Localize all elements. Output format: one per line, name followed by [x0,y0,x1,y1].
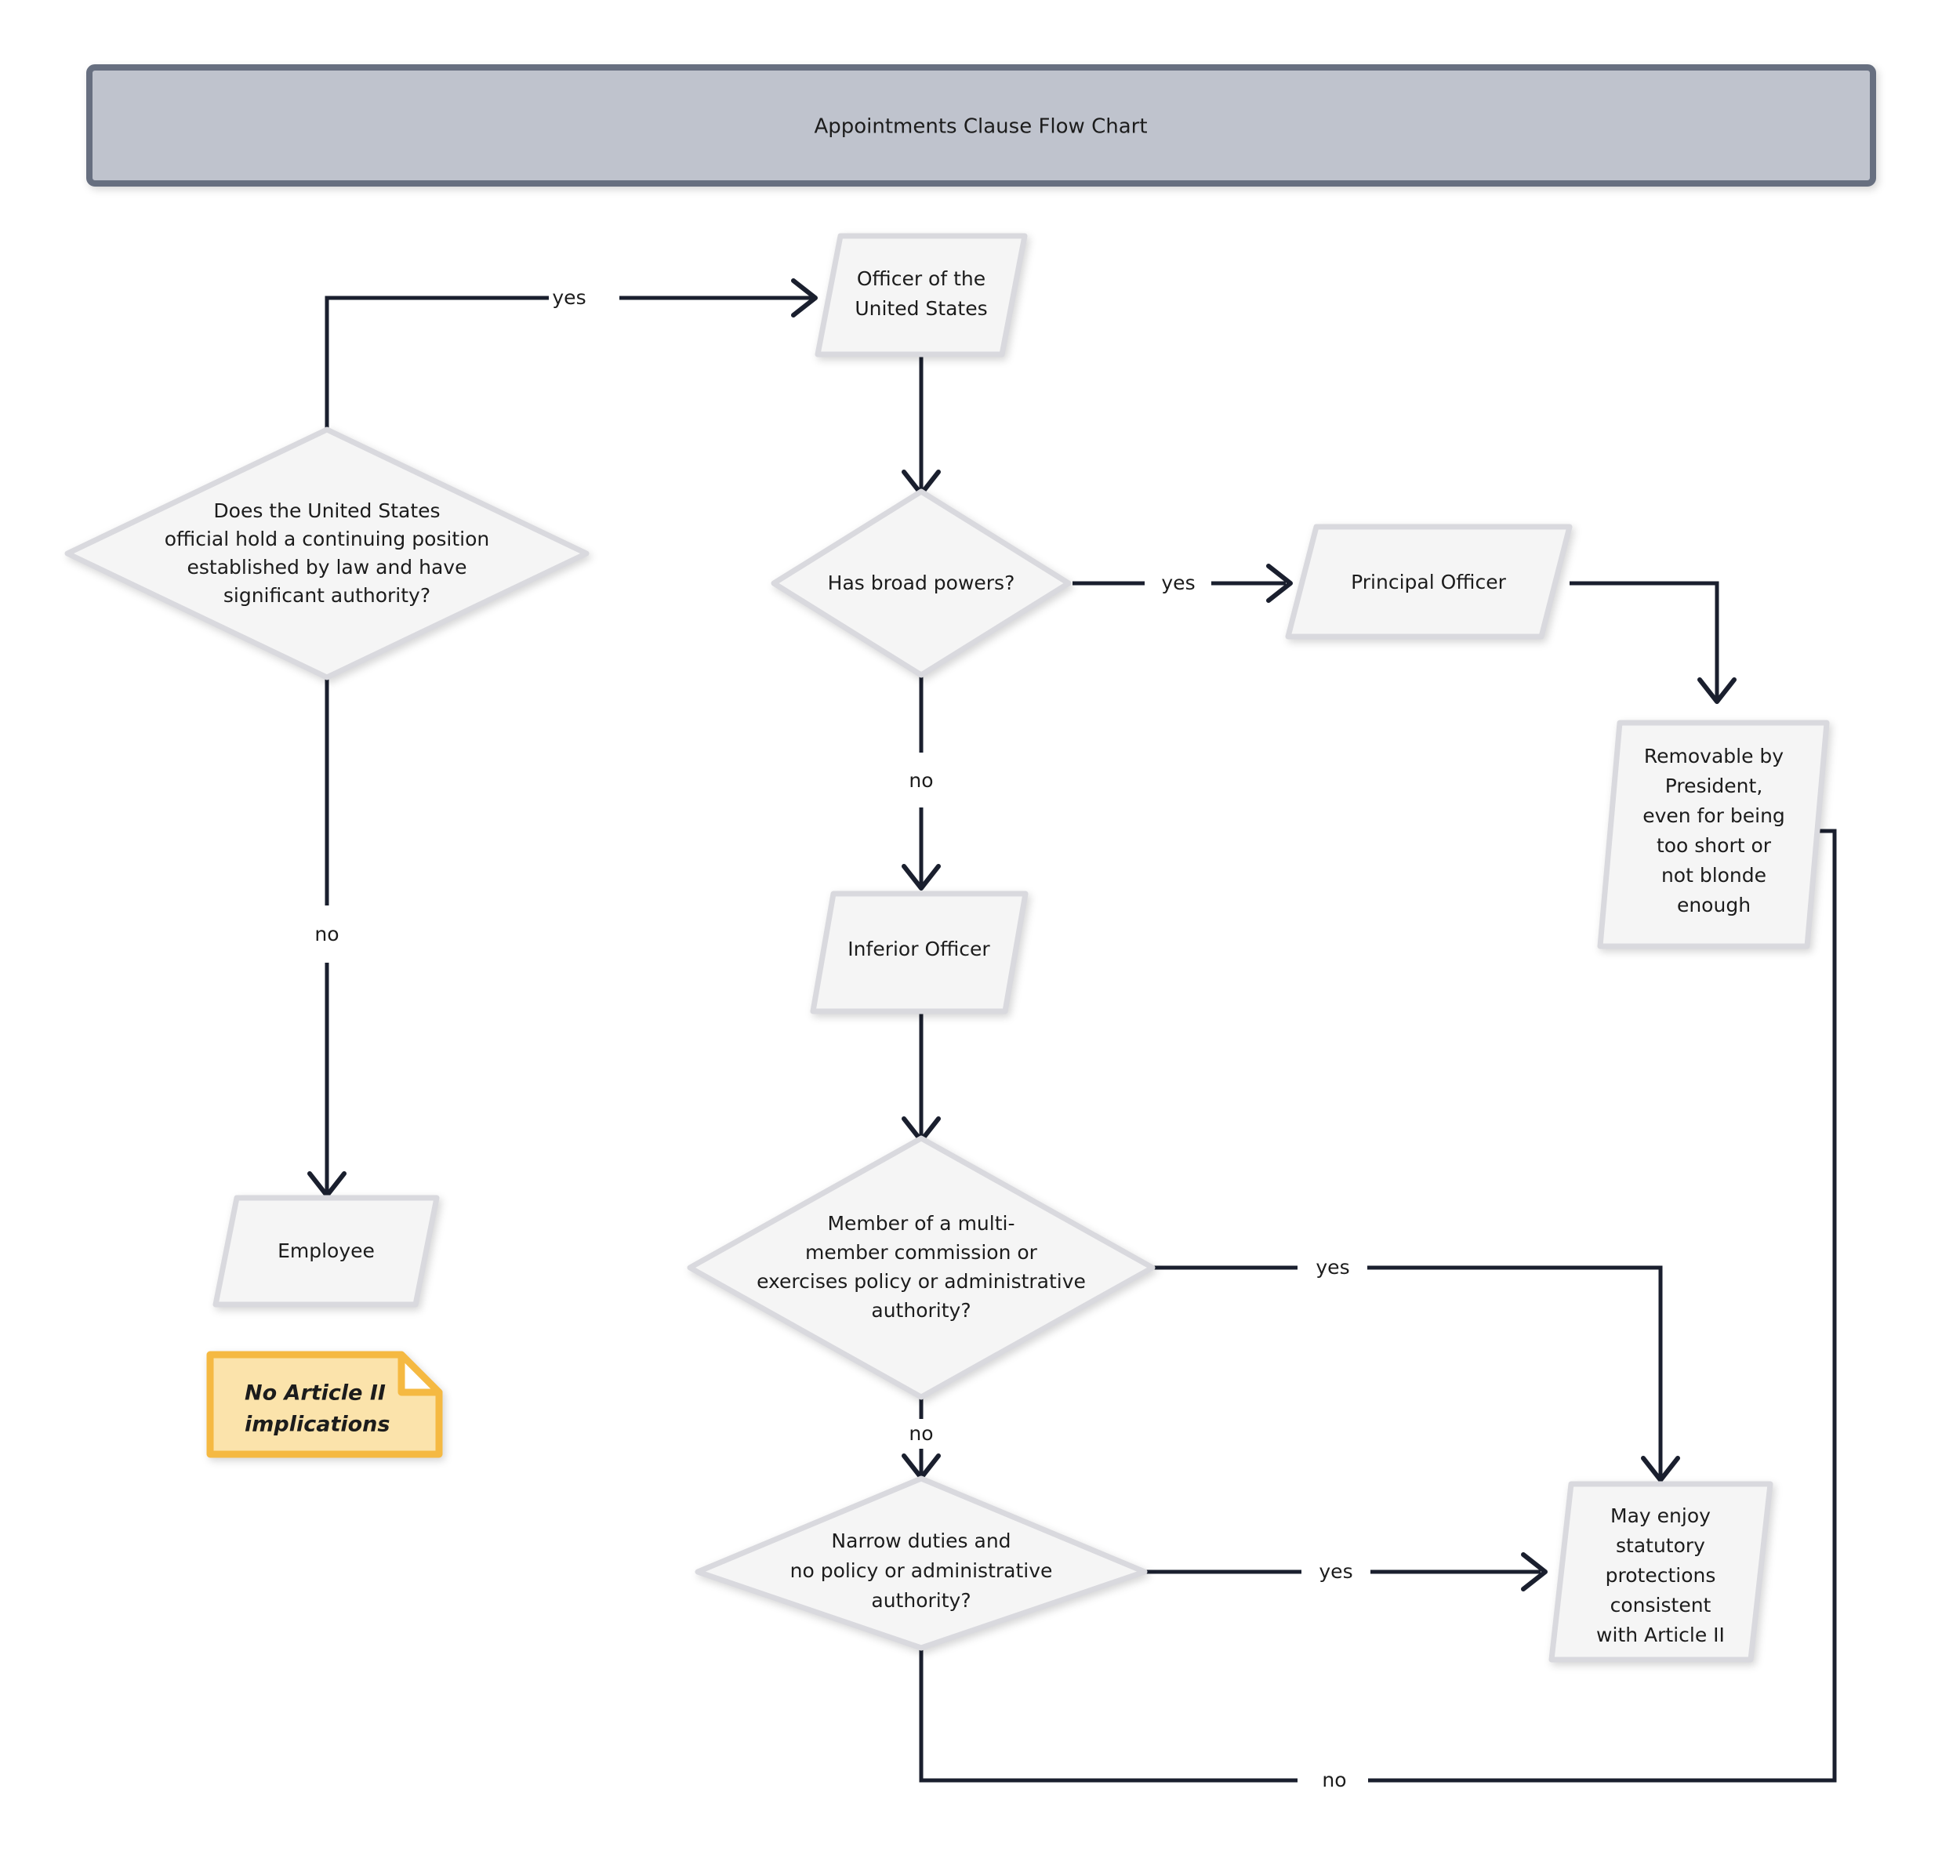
edge-multi-yes-seg-b [1367,1265,1663,1476]
arrowhead-statutory-top [1641,1456,1680,1482]
node-statutory-line5: with Article II [1596,1624,1725,1646]
note-no-article-ii[interactable]: No Article II implications [206,1351,443,1458]
edge-multi-no: no [902,1399,941,1480]
node-question-narrow-duties-line1: Narrow duties and [831,1529,1011,1552]
node-statutory-line2: statutory [1616,1534,1705,1557]
node-removable-line5: not blonde [1661,864,1766,887]
edge-official-yes-seg-a [325,296,549,433]
node-question-official-line2: official hold a continuing position [165,528,490,550]
arrowhead-statutory-left [1521,1552,1548,1591]
node-question-narrow-duties-line3: authority? [871,1589,971,1612]
node-inferior-officer[interactable]: Inferior Officer [810,891,1029,1014]
node-question-multimember-line1: Member of a multi- [827,1212,1014,1235]
node-officer-us-shape [815,233,1028,357]
edge-multi-yes: yes [1154,1256,1680,1482]
note-no-article-ii-line2: implications [245,1413,390,1437]
edge-label-yes-narrow: yes [1319,1560,1352,1583]
node-question-official[interactable]: Does the United States official hold a c… [64,426,590,680]
edge-principal-removable-line [1570,581,1719,698]
title-bar-rect [86,64,1876,187]
edge-label-no-multi: no [909,1422,933,1445]
edge-label-yes-broad: yes [1161,572,1195,594]
node-statutory-line4: consistent [1610,1594,1711,1617]
node-question-official-line1: Does the United States [213,499,440,522]
node-removable-line6: enough [1677,894,1751,916]
edge-principal-to-removable [1570,581,1737,704]
node-question-official-line3: established by law and have [187,556,467,579]
node-statutory-protections-shape [1548,1481,1773,1663]
node-principal-officer-label: Principal Officer [1351,571,1506,593]
node-question-multimember-line3: exercises policy or administrative [757,1270,1086,1293]
arrowhead-officer-us [791,278,818,318]
node-removable-line1: Removable by [1644,745,1784,767]
arrowhead-removable [1697,677,1737,704]
edge-label-no-left: no [314,923,339,945]
node-officer-us-line1: Officer of the [857,267,985,290]
arrowhead-inferior-officer [902,864,941,891]
node-officer-us-line2: United States [855,297,987,320]
node-inferior-officer-shape [810,891,1029,1014]
node-removable-line2: President, [1665,775,1763,797]
note-fold-corner-icon [397,1351,443,1396]
node-employee-shape [212,1195,440,1308]
title-bar-label: Appointments Clause Flow Chart [814,115,1147,139]
node-question-multimember[interactable]: Member of a multi- member commission or … [687,1135,1156,1400]
node-question-multimember-line2: member commission or [805,1241,1038,1264]
node-employee-label: Employee [278,1239,375,1262]
node-question-narrow-duties-shape [695,1475,1148,1651]
edge-officerus-to-broad [902,354,941,496]
node-removable-shape [1597,720,1830,949]
edge-label-yes-multi: yes [1316,1256,1349,1279]
node-question-official-shape [64,426,590,680]
node-question-official-line4: significant authority? [223,584,430,607]
node-statutory-protections[interactable]: May enjoy statutory protections consiste… [1548,1481,1773,1663]
note-no-article-ii-line1: No Article II [245,1381,386,1406]
node-question-multimember-shape [687,1135,1156,1400]
arrowhead-principal-officer [1266,564,1293,603]
node-statutory-line1: May enjoy [1610,1504,1711,1527]
edge-narrow-no-seg-a [919,1649,1298,1783]
node-question-narrow-duties[interactable]: Narrow duties and no policy or administr… [695,1475,1148,1651]
node-question-multimember-line4: authority? [871,1299,971,1322]
note-no-article-ii-body [206,1351,443,1458]
node-question-broad-powers-shape [771,488,1072,678]
node-officer-of-united-states[interactable]: Officer of the United States [815,233,1028,357]
node-statutory-line3: protections [1606,1564,1716,1587]
edge-label-no-narrow: no [1322,1769,1346,1791]
node-inferior-officer-label: Inferior Officer [848,938,990,960]
edge-narrow-yes: yes [1146,1552,1548,1591]
node-removable-line3: even for being [1642,804,1785,827]
node-principal-officer[interactable]: Principal Officer [1285,524,1573,640]
edge-official-yes: yes [325,278,818,433]
edge-label-yes-top: yes [552,286,586,309]
node-principal-officer-shape [1285,524,1573,640]
node-question-broad-powers-label: Has broad powers? [828,572,1015,594]
edge-broad-yes: yes [1073,564,1293,603]
node-removable-line4: too short or [1657,834,1772,857]
node-removable-by-president[interactable]: Removable by President, even for being t… [1597,720,1830,949]
node-employee[interactable]: Employee [212,1195,440,1308]
edge-broad-no: no [902,677,941,891]
node-question-narrow-duties-line2: no policy or administrative [790,1559,1053,1582]
edge-inferior-to-multi [902,1011,941,1143]
title-bar: Appointments Clause Flow Chart [86,64,1876,187]
edge-label-no-broad: no [909,769,933,792]
node-question-broad-powers[interactable]: Has broad powers? [771,488,1072,678]
edge-official-no: no [307,676,347,1198]
